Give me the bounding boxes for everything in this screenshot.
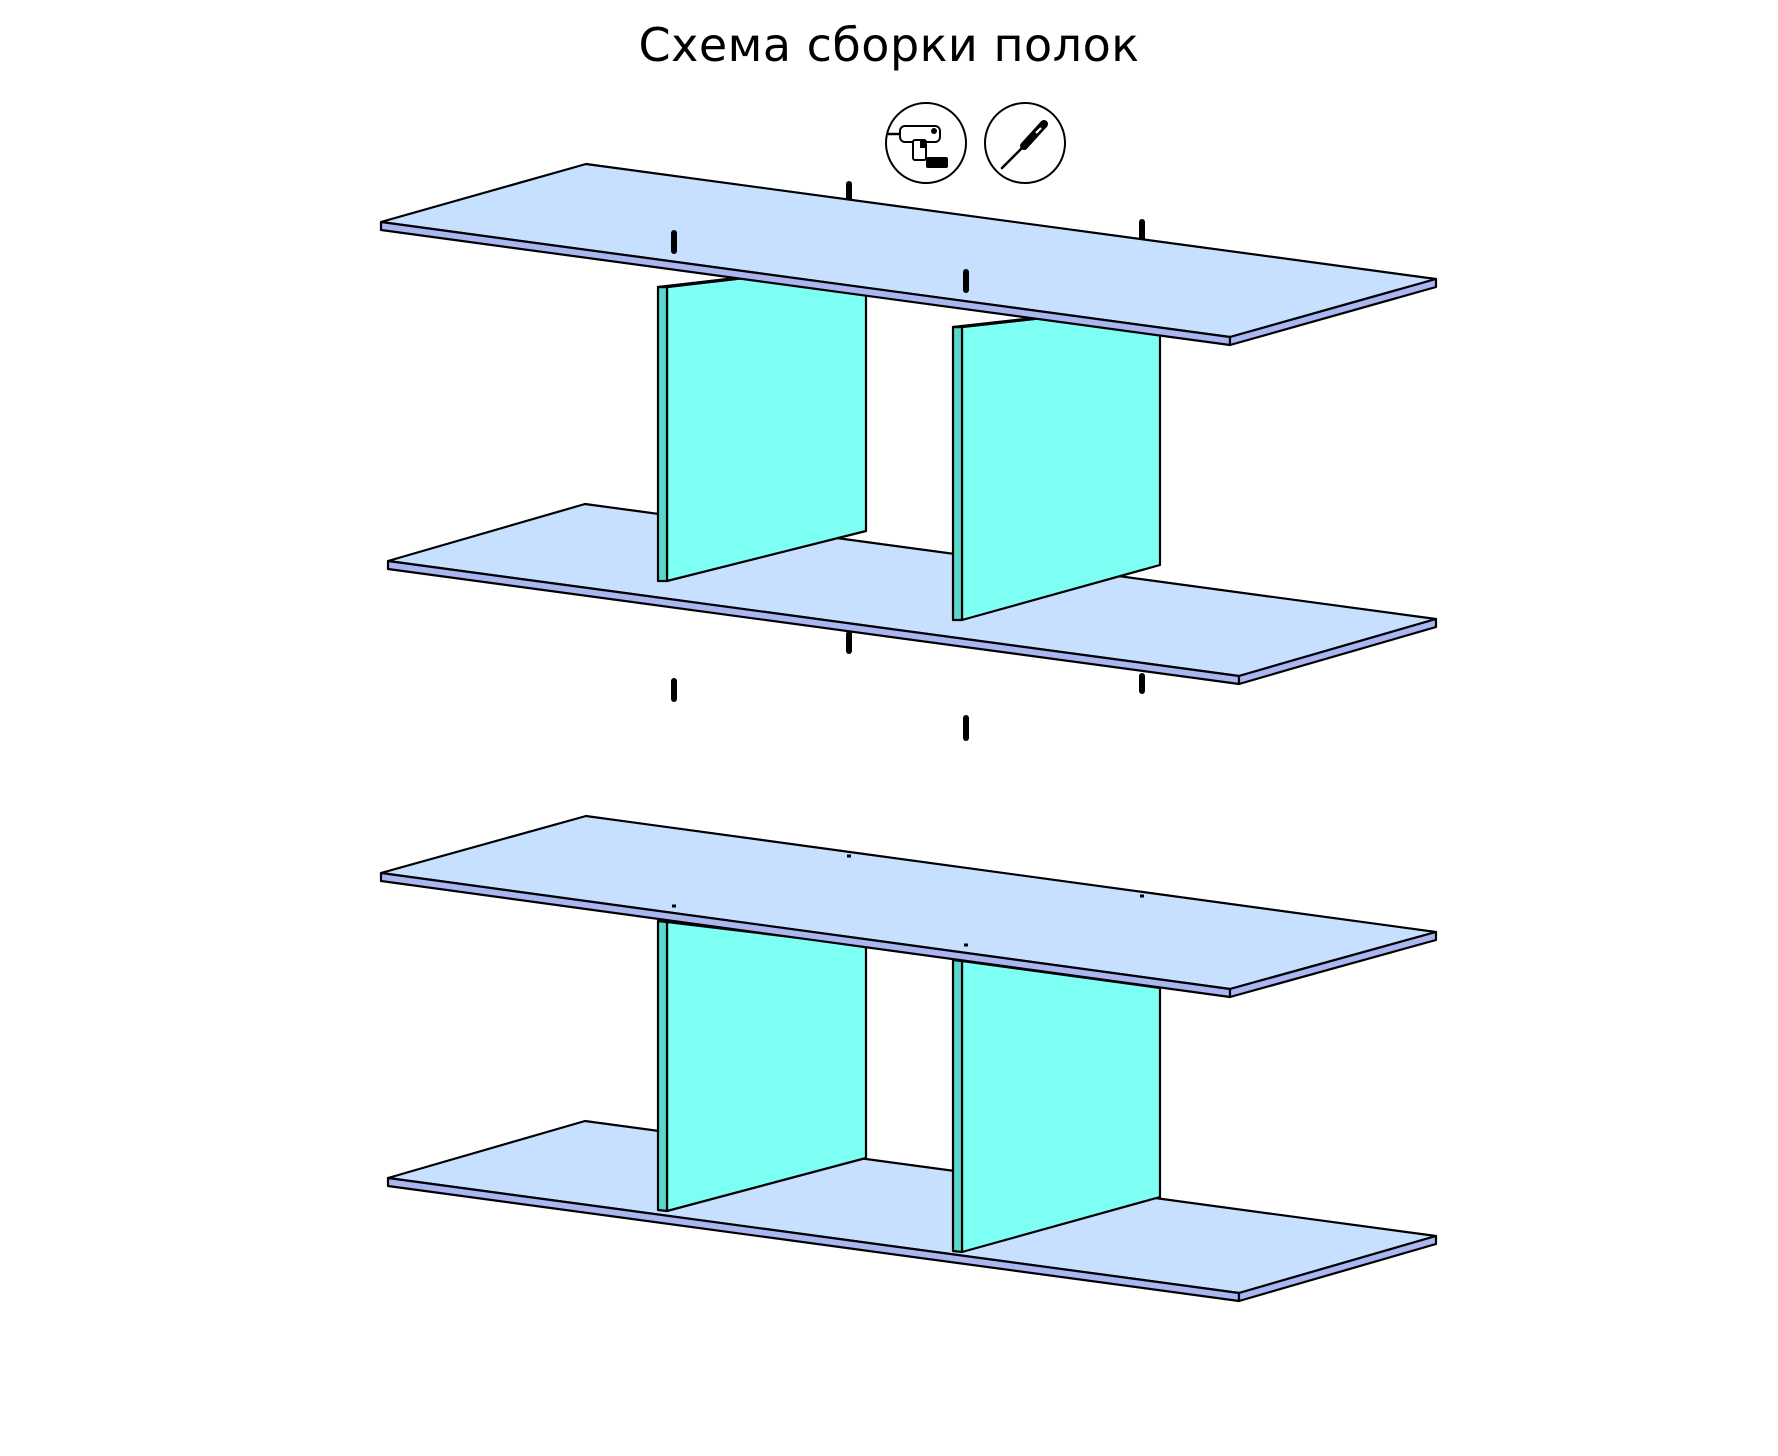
diagram-title: Схема сборки полок xyxy=(638,18,1140,72)
bottom-shelf xyxy=(386,502,1438,686)
drill-icon xyxy=(888,125,948,168)
top-shelf xyxy=(379,814,1438,999)
partition-left xyxy=(656,262,868,583)
partition-left xyxy=(656,919,868,1213)
assembled-view xyxy=(379,814,1438,1303)
drill-tool xyxy=(885,102,967,184)
screwdriver-icon xyxy=(1000,120,1048,170)
screwdriver-tool xyxy=(984,102,1066,184)
top-shelf xyxy=(379,162,1438,347)
exploded-view xyxy=(379,162,1438,741)
partition-right xyxy=(951,303,1162,622)
bottom-shelf xyxy=(386,1119,1438,1303)
